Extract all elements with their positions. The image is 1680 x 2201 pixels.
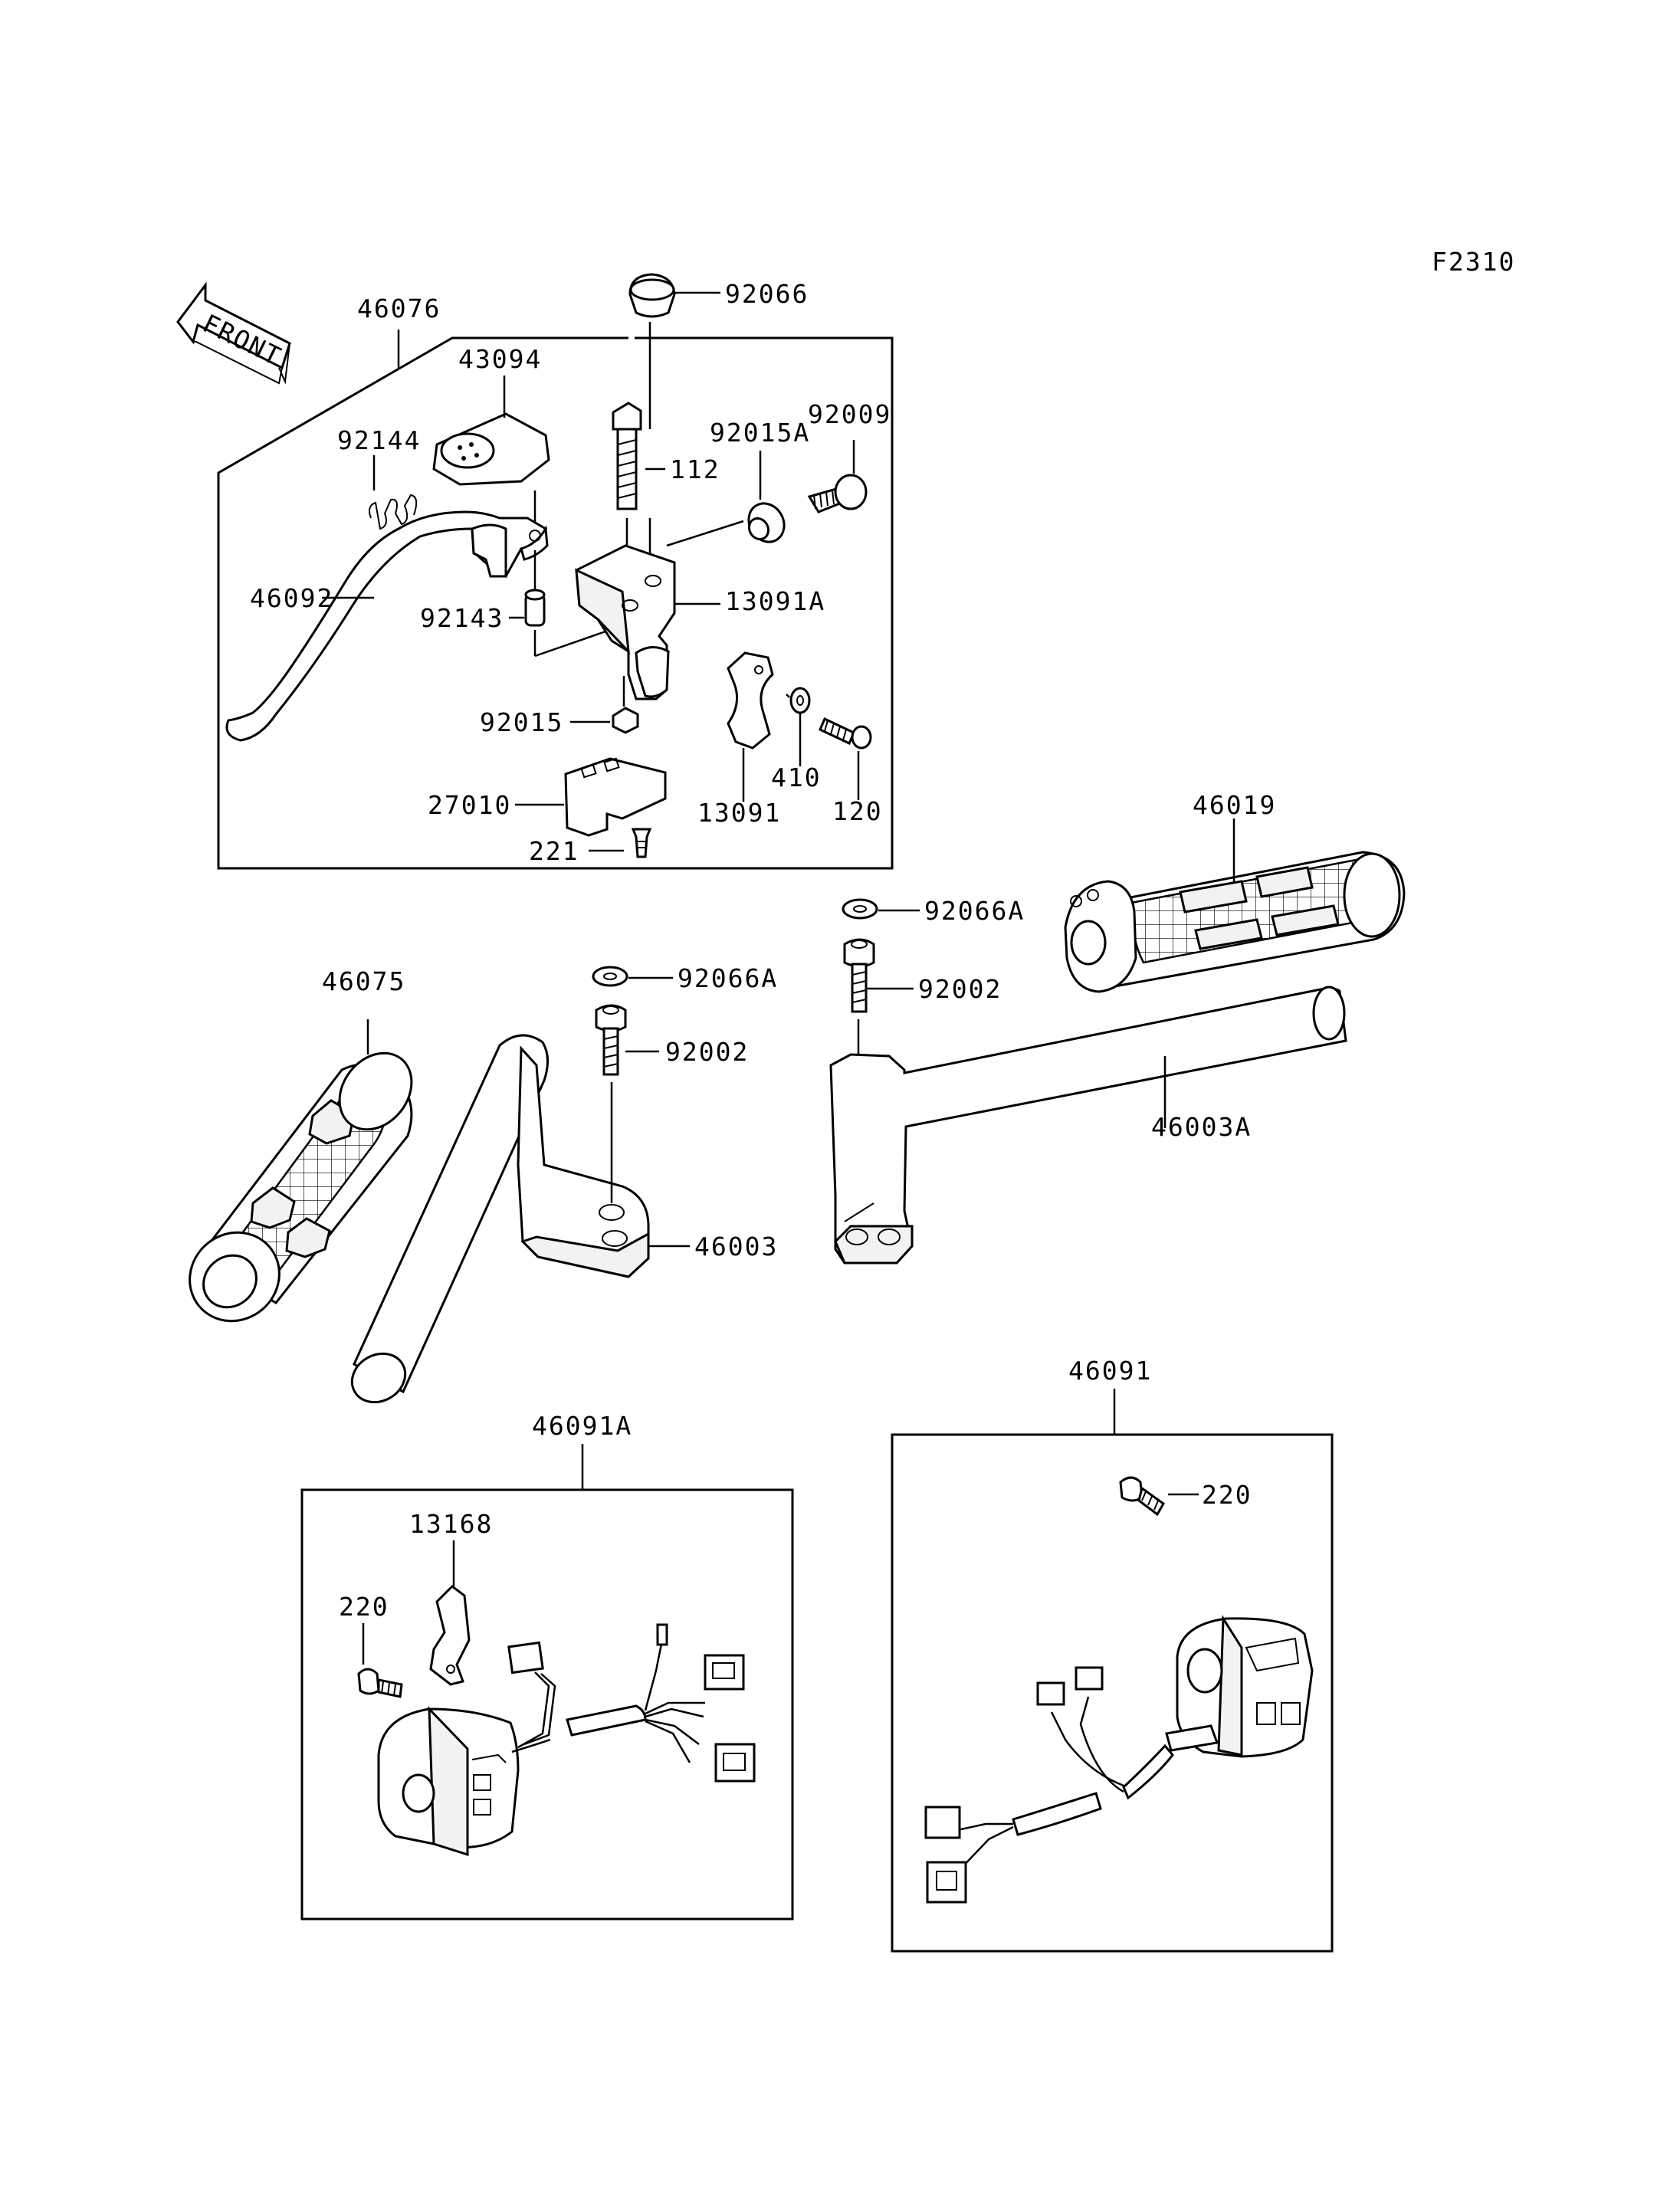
switch-27010 (564, 757, 667, 837)
label-92002-right: 92002 (918, 974, 1002, 1004)
left-handlebar-assembly (189, 966, 690, 1404)
label-46003: 46003 (694, 1232, 778, 1261)
label-92066: 92066 (725, 279, 809, 309)
adjust-nut-92015A (747, 502, 786, 543)
clutch-lever-assembly (217, 273, 894, 870)
label-46091A: 46091A (532, 1411, 632, 1441)
washer-410 (789, 687, 811, 714)
right-handlebar-assembly (829, 818, 1406, 1265)
label-410: 410 (771, 763, 822, 792)
screw-92009 (807, 474, 868, 513)
switch-kit-46091 (891, 1389, 1334, 1953)
label-46076: 46076 (357, 294, 441, 323)
bolt-120 (819, 717, 872, 750)
clamp-13091 (727, 651, 774, 750)
handlebar-46003 (350, 1034, 650, 1404)
spring-92144 (369, 494, 418, 530)
switch-housing-right (1165, 1615, 1314, 1758)
lever-13168 (429, 1585, 471, 1686)
switch-housing-left (377, 1706, 520, 1857)
label-27010: 27010 (428, 790, 511, 820)
screw-220-right (1119, 1476, 1165, 1517)
label-92015: 92015 (480, 707, 563, 737)
label-43094: 43094 (458, 344, 542, 374)
bolt-112 (612, 402, 642, 510)
label-46091: 46091 (1068, 1356, 1152, 1386)
label-46019: 46019 (1193, 790, 1276, 820)
wiring-harness-right (924, 1666, 1174, 1904)
label-46092: 46092 (250, 583, 333, 613)
handlebar-46003A (829, 986, 1347, 1265)
washer-92066A-right (842, 898, 878, 920)
cap-92066 (628, 273, 676, 318)
label-46003A: 46003A (1151, 1112, 1252, 1142)
label-13091A: 13091A (725, 586, 825, 616)
grip-46019 (1064, 851, 1406, 993)
wiring-harness-left (507, 1623, 756, 1783)
kit-frame-46076 (217, 336, 894, 870)
label-220-left: 220 (339, 1592, 389, 1622)
grip-46075 (189, 1051, 413, 1323)
label-92002-left: 92002 (665, 1037, 749, 1067)
diagram-code: F2310 (1432, 247, 1515, 277)
switch-kit-46091A (300, 1444, 794, 1921)
bolt-92002-left (595, 1004, 627, 1076)
screw-221 (631, 828, 652, 858)
part-labels: 92066 46076 43094 92144 112 92015A 92009… (250, 279, 1276, 1622)
washer-92066A-left (592, 966, 628, 987)
lever-bracket-13091A (575, 544, 676, 700)
label-13091: 13091 (697, 798, 781, 828)
label-46075: 46075 (322, 966, 405, 996)
collar-92143 (524, 589, 546, 627)
screw-220-left (357, 1668, 403, 1698)
label-92066A-left: 92066A (678, 963, 778, 993)
nut-92015 (612, 707, 639, 734)
front-arrow-icon: FRONT (176, 281, 291, 385)
label-13168: 13168 (409, 1509, 493, 1539)
label-221: 221 (529, 836, 579, 866)
label-112: 112 (670, 454, 720, 484)
label-120: 120 (832, 796, 883, 826)
label-92009: 92009 (808, 399, 891, 429)
label-92144: 92144 (337, 425, 421, 455)
front-label: FRONT (198, 308, 286, 372)
bolt-92002-right (843, 938, 875, 1013)
lever-46092 (225, 510, 549, 742)
label-92066A-right: 92066A (924, 896, 1025, 926)
label-220-right: 220 (1202, 1480, 1252, 1510)
label-92015A: 92015A (710, 418, 810, 448)
adjuster-43094 (432, 412, 550, 486)
label-92143: 92143 (420, 603, 504, 633)
